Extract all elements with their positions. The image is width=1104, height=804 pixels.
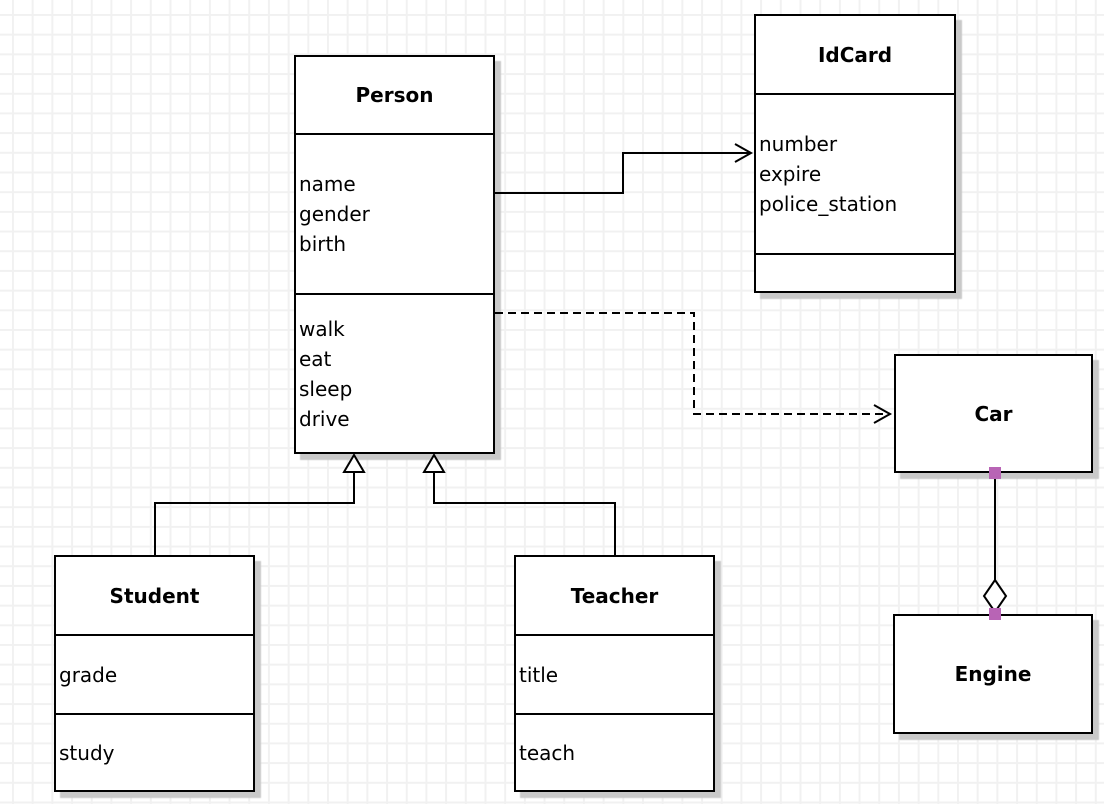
class-idcard[interactable]: IdCard number expire police_station (754, 14, 956, 293)
attribute-gender: gender (299, 202, 370, 226)
method-study: study (59, 740, 115, 765)
class-engine-title: Engine (954, 662, 1032, 686)
class-teacher[interactable]: Teacher title teach (514, 555, 715, 792)
class-teacher-title: Teacher (570, 583, 659, 608)
hollow-diamond-icon (982, 578, 1008, 614)
dependency-person-car[interactable] (495, 312, 889, 415)
hollow-triangle-icon (342, 453, 366, 473)
method-sleep: sleep (299, 376, 353, 401)
generalization-teacher-person[interactable] (433, 472, 616, 555)
class-person[interactable]: Person name gender birth walk eat sleep … (294, 55, 495, 454)
class-person-attributes: name gender birth (296, 133, 493, 293)
class-teacher-attributes: title (516, 634, 713, 713)
method-teach: teach (519, 740, 576, 765)
attribute-birth: birth (299, 232, 346, 256)
attribute-police-station: police_station (759, 192, 898, 216)
attribute-name: name (299, 172, 356, 196)
attribute-expire: expire (759, 162, 822, 186)
class-person-methods: walk eat sleep drive (296, 293, 493, 452)
class-student[interactable]: Student grade study (54, 555, 255, 792)
open-arrow-icon (873, 404, 893, 424)
attribute-title: title (519, 662, 559, 687)
class-student-attributes: grade (56, 634, 253, 713)
class-student-methods: study (56, 713, 253, 790)
class-idcard-attributes: number expire police_station (756, 93, 954, 253)
association-person-idcard[interactable] (495, 152, 751, 194)
attribute-number: number (759, 132, 838, 156)
method-eat: eat (299, 346, 332, 371)
class-student-title: Student (109, 583, 200, 608)
class-engine[interactable]: Engine (893, 614, 1093, 734)
method-drive: drive (299, 406, 350, 431)
class-idcard-methods-empty (756, 253, 954, 291)
class-person-title: Person (355, 83, 434, 107)
open-arrow-icon (734, 143, 754, 163)
class-car[interactable]: Car (894, 354, 1093, 473)
class-teacher-methods: teach (516, 713, 713, 790)
generalization-student-person[interactable] (154, 472, 355, 555)
attribute-grade: grade (59, 662, 118, 687)
class-idcard-title: IdCard (817, 42, 893, 67)
method-walk: walk (299, 316, 345, 341)
hollow-triangle-icon (422, 453, 446, 473)
class-car-title: Car (974, 401, 1013, 426)
